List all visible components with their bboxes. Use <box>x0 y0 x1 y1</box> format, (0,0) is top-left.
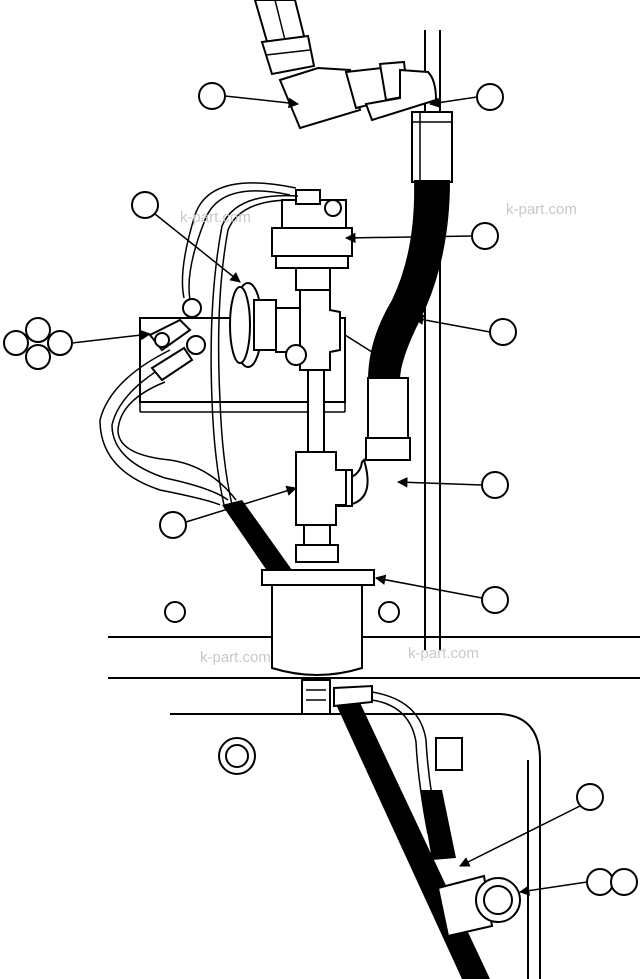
line-clip-upper <box>435 737 463 771</box>
watermark-2: k-part.com <box>506 201 577 218</box>
lower-plate-edge <box>170 713 541 979</box>
callout-balloon-2 <box>476 83 504 111</box>
hose-nut-bottom <box>365 437 411 461</box>
callout-balloon-7 <box>481 471 509 499</box>
valve-body <box>271 227 353 257</box>
watermark-4: k-part.com <box>200 649 271 666</box>
fuel-filter-bowl <box>271 584 363 676</box>
watermark-1: k-part.com <box>180 209 251 226</box>
lower-tee-body <box>295 451 347 526</box>
mounting-hole-left <box>164 601 186 623</box>
terminal-screw-lower <box>186 335 206 355</box>
lower-hose-fitting <box>333 684 373 708</box>
watermark-3: k-part.com <box>408 645 479 662</box>
clamp-bolt-inner <box>483 885 513 915</box>
top-fittings <box>253 0 453 183</box>
mounting-hole-right <box>378 601 400 623</box>
frame-structure <box>108 30 640 979</box>
frame-bolt-inner <box>225 744 249 768</box>
valve-nut <box>295 267 331 291</box>
filter-drain <box>301 679 331 715</box>
lower-hose-assembly <box>333 684 521 979</box>
filter-head <box>261 569 375 586</box>
callout-balloon-9 <box>481 586 509 614</box>
callout-balloon-10 <box>576 783 604 811</box>
wiring-harness <box>99 182 299 506</box>
hose-ferrule-bottom <box>367 377 409 441</box>
fuel-hose-lower <box>334 690 490 979</box>
terminal-lower <box>150 346 194 382</box>
terminal-screw-upper <box>182 298 202 318</box>
callout-balloon-11b <box>610 868 638 896</box>
lower-tee-and-filter <box>261 451 375 715</box>
valve-screw <box>324 199 342 217</box>
wire-sheath <box>222 500 292 578</box>
fuel-hose-upper <box>368 180 450 380</box>
elbow-fitting-right <box>364 68 438 122</box>
callout-balloon-8 <box>159 511 187 539</box>
top-hose-nut <box>260 34 316 76</box>
filter-nut <box>295 544 339 563</box>
callout-balloon-11a <box>586 868 614 896</box>
hose-ferrule-top <box>411 111 453 183</box>
shutoff-valve <box>271 189 353 291</box>
callouts <box>3 82 638 896</box>
callout-balloon-4 <box>471 222 499 250</box>
tee-pipe-down <box>307 369 325 453</box>
pressure-switch <box>229 282 277 368</box>
callout-balloon-3 <box>131 191 159 219</box>
callout-balloon-6 <box>489 318 517 346</box>
callout-balloon-1 <box>198 82 226 110</box>
upper-tee-fitting <box>275 289 341 453</box>
callout-cluster-left <box>3 317 73 370</box>
